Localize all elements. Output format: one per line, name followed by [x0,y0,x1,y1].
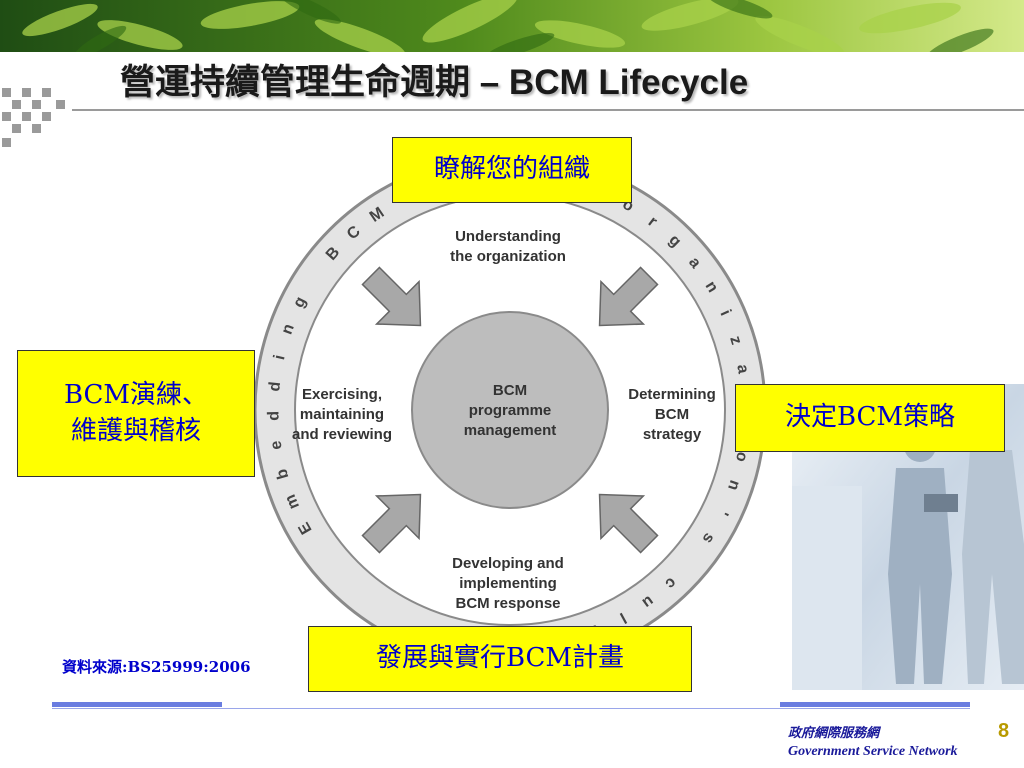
stage-right-line: Determining [628,386,716,403]
callout-determine-strategy: 決定BCM策略 [735,384,1005,452]
center-label: BCM programme management [464,382,557,439]
arrow-to-developing [598,493,659,554]
stage-right-line: strategy [643,426,702,443]
arrow-to-understanding [361,266,422,327]
stage-exercising: Exercising, maintaining and reviewing [292,386,392,443]
page-number: 8 [998,720,1010,742]
stage-understanding: Understanding the organization [450,228,566,265]
footer-rule [52,708,970,709]
ring-letter: ' [714,507,731,518]
footer-org-chinese: 政府網際服務網 [788,726,880,741]
ring-letter: i [271,353,289,361]
leaf-banner [0,0,1024,52]
stage-top-line: the organization [450,248,566,265]
source-citation: 資料來源:BS25999:2006 [62,658,251,676]
ring-letter: b [273,467,292,481]
ring-letter: d [266,381,284,392]
footer-bar-left [52,702,222,707]
footer-bar-right [780,702,970,707]
checker-decoration [2,88,65,147]
footer-org-english: Government Service Network [788,744,958,759]
ring-letter: m [282,492,303,512]
stage-bottom-line: Developing and [452,555,564,572]
inner-disc [411,311,609,509]
stage-left-line: and reviewing [292,426,392,443]
ring-letter: o [732,450,751,463]
stage-top-line: Understanding [455,228,561,245]
callout-develop-implement: 發展與實行BCM計畫 [308,626,692,692]
center-label-line: programme [469,402,552,419]
callout-exercise-maintain-audit: BCM演練、 維護與稽核 [17,350,255,477]
ring-letter: d [265,411,282,421]
arrow-to-determining [598,266,659,327]
stage-left-line: maintaining [300,406,384,423]
stage-left-line: Exercising, [302,386,382,403]
callout-left-line2: 維護與稽核 [70,415,201,446]
ring-letter: i [716,307,733,318]
title-english: – BCM Lifecycle [470,63,749,102]
ring-letter: e [268,439,286,450]
title-rule [72,109,1024,111]
stage-bottom-line: implementing [459,575,557,592]
stage-right-line: BCM [655,406,689,423]
center-label-line: management [464,422,557,439]
callout-understand-organization: 瞭解您的組織 [392,137,632,203]
ring-letter: a [733,363,751,375]
arrow-to-exercising [361,493,422,554]
slide-title: 營運持續管理生命週期 – BCM Lifecycle [120,54,980,104]
title-chinese: 營運持續管理生命週期 [120,62,471,103]
callout-left-line1: BCM演練、 [63,380,209,411]
center-label-line: BCM [493,382,527,399]
stage-bottom-line: BCM response [455,595,560,612]
